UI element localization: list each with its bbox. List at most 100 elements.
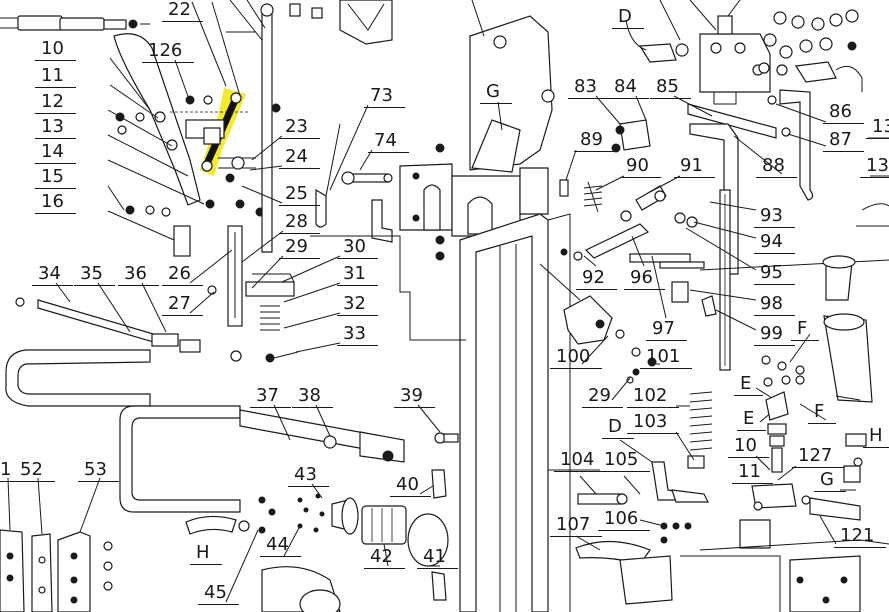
callout-label: 85	[656, 76, 679, 97]
callout-underline	[35, 138, 76, 139]
spring-clamp-30-32	[207, 273, 299, 363]
callout-label: E	[740, 373, 752, 394]
callout-label: 90	[626, 155, 649, 176]
callout-label: 100	[556, 346, 591, 367]
callout-label: 98	[760, 293, 783, 314]
callout-underline	[734, 395, 763, 396]
callout-label: 74	[374, 130, 397, 151]
callout-underline	[568, 98, 609, 99]
callout-label: 107	[556, 514, 591, 535]
callout-underline	[394, 407, 435, 408]
frame-37	[119, 404, 459, 513]
callout-underline	[728, 457, 769, 458]
callout-underline	[417, 568, 458, 569]
callout-label: 43	[294, 464, 317, 485]
callout-underline	[598, 471, 650, 472]
callout-label: 13	[872, 116, 889, 137]
hydraulic-cylinder	[755, 255, 873, 423]
callout-label: 126	[148, 40, 183, 61]
callout-underline	[250, 407, 291, 408]
callout-label: 102	[633, 385, 668, 406]
callout-underline	[14, 481, 55, 482]
lever-arm-126	[113, 33, 201, 206]
callout-underline	[35, 213, 76, 214]
callout-underline	[279, 205, 320, 206]
callout-underline	[834, 547, 886, 548]
callout-underline	[0, 481, 23, 482]
callout-label: 41	[423, 546, 446, 567]
callout-underline	[198, 604, 239, 605]
control-valve	[625, 0, 863, 105]
callout-underline	[754, 284, 795, 285]
callout-label: D	[608, 416, 622, 437]
callout-underline	[808, 423, 836, 424]
callout-label: 33	[343, 323, 366, 344]
callout-label: 83	[574, 76, 597, 97]
callout-underline	[792, 467, 844, 468]
callout-label: 39	[400, 385, 423, 406]
callout-label: 28	[285, 211, 308, 232]
callout-underline	[860, 177, 889, 178]
vertical-rod	[226, 0, 323, 253]
callout-label: E	[743, 408, 755, 429]
callout-label: 1	[0, 459, 12, 480]
callout-underline	[480, 103, 512, 104]
callout-label: 32	[343, 293, 366, 314]
callout-label: 93	[760, 205, 783, 226]
callout-label: 88	[762, 155, 785, 176]
callout-underline	[142, 62, 194, 63]
callout-label: 16	[41, 191, 64, 212]
callout-label: 31	[343, 263, 366, 284]
wheel-hub-parts	[185, 469, 449, 612]
callout-label: 42	[370, 546, 393, 567]
callout-underline	[279, 138, 320, 139]
callout-label: 99	[760, 323, 783, 344]
callout-underline	[368, 152, 409, 153]
callout-label: 34	[38, 263, 61, 284]
callout-label: 23	[285, 116, 308, 137]
callout-underline	[550, 536, 602, 537]
rod-set-34-36	[15, 282, 242, 362]
callout-label: 29	[285, 236, 308, 257]
callout-label: 11	[41, 65, 64, 86]
callout-underline	[620, 177, 661, 178]
callout-label: 95	[760, 262, 783, 283]
callout-underline	[35, 163, 76, 164]
callout-label: 10	[734, 435, 757, 456]
callout-label: 27	[168, 293, 191, 314]
callout-label: 11	[738, 461, 761, 482]
callout-label: F	[814, 401, 825, 422]
callout-label: 10	[41, 38, 64, 59]
callout-label: 105	[604, 449, 639, 470]
callout-underline	[866, 138, 889, 139]
bottom-right-parts	[548, 439, 889, 612]
callout-underline	[35, 60, 76, 61]
spring-102	[675, 391, 713, 469]
callout-underline	[364, 107, 405, 108]
callout-underline	[279, 258, 320, 259]
callout-underline	[162, 285, 203, 286]
lever-rod-93-99	[685, 189, 889, 371]
callout-underline	[260, 556, 301, 557]
callout-label: 106	[604, 508, 639, 529]
callout-label: 91	[680, 155, 703, 176]
top-left-shaft-assembly	[0, 15, 150, 31]
callout-label: 14	[41, 141, 64, 162]
callout-label: F	[797, 318, 808, 339]
callout-underline	[624, 289, 665, 290]
callout-label: 12	[41, 91, 64, 112]
callout-underline	[78, 481, 119, 482]
callout-label: 52	[20, 459, 43, 480]
callout-underline	[364, 568, 405, 569]
callout-label: 37	[256, 385, 279, 406]
callout-underline	[35, 113, 76, 114]
callout-underline	[814, 491, 846, 492]
callout-underline	[608, 98, 649, 99]
callout-label: 45	[204, 582, 227, 603]
callout-underline	[640, 368, 692, 369]
callout-underline	[823, 151, 864, 152]
callout-label: 30	[343, 236, 366, 257]
callout-underline	[337, 315, 378, 316]
link-89-92	[559, 149, 705, 319]
